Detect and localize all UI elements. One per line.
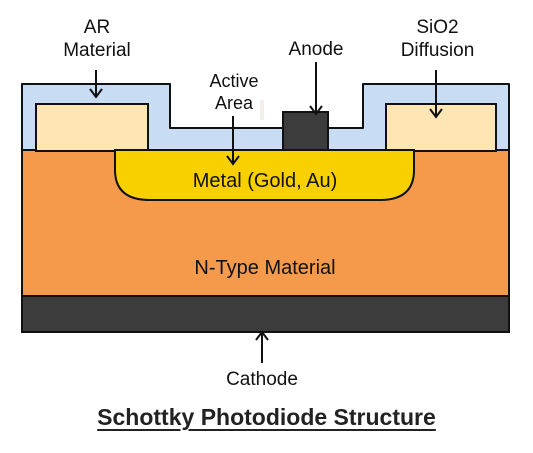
label-ar-material-line2: Material (63, 40, 131, 61)
label-ar-material-line1: AR (83, 17, 111, 38)
label-anode: Anode (288, 39, 344, 60)
metal-gold-layer (114, 149, 415, 201)
diagram-title: Schottky Photodiode Structure (97, 404, 436, 430)
label-ar-material: AR Material (52, 16, 142, 62)
label-active-area-line1: Active (209, 71, 259, 91)
arrow-active-area (226, 116, 240, 166)
label-n-type: N-Type Material (194, 257, 336, 279)
label-cathode: Cathode (226, 369, 298, 390)
cathode-contact (21, 295, 510, 333)
label-sio2-diffusion: SiO2 Diffusion (385, 16, 490, 62)
label-sio2-line2: Diffusion (400, 40, 475, 61)
arrow-cathode (255, 330, 269, 363)
arrow-sio2-diffusion (429, 70, 443, 119)
label-sio2-line1: SiO2 (416, 17, 459, 38)
label-metal: Metal (Gold, Au) (192, 170, 338, 192)
label-active-area-line2: Area (214, 93, 254, 113)
anode-contact (282, 111, 329, 151)
arrow-ar-material (89, 70, 103, 99)
arrow-anode (309, 62, 323, 116)
label-active-area: Active Area (196, 70, 272, 114)
sio2-block-left (35, 103, 149, 152)
